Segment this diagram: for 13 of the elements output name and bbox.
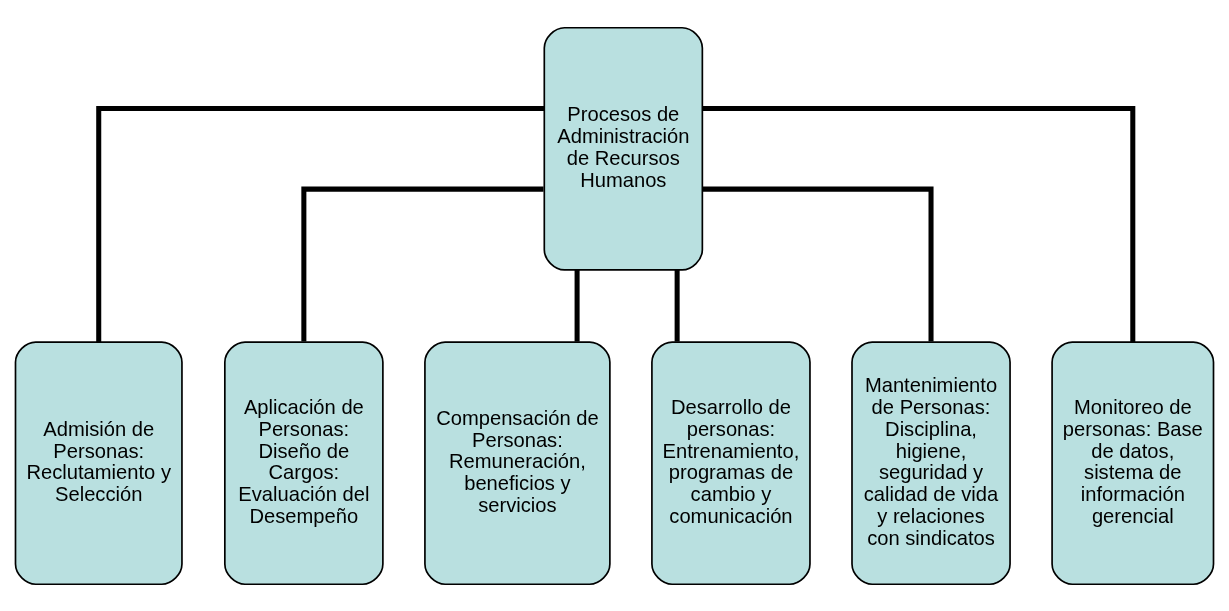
connector bbox=[301, 186, 544, 341]
node-box: Monitoreo de personas: Base de datos, sistema de información gerencial bbox=[1051, 340, 1215, 585]
connector bbox=[96, 105, 545, 342]
node-box: Desarrollo de personas: Entrenamiento, programas de cambio y comunicación bbox=[651, 340, 811, 585]
connector bbox=[674, 269, 680, 342]
connector bbox=[702, 105, 1136, 342]
connector bbox=[702, 186, 934, 341]
node-box: Aplicación de Personas: Diseño de Cargos: Evaluación del Desempeño bbox=[224, 340, 384, 585]
node-box: Admisión de Personas: Reclutamiento y Selección bbox=[14, 340, 183, 585]
node-box: Compensación de Personas: Remuneración, beneficios y servicios bbox=[424, 340, 611, 585]
connector bbox=[574, 269, 580, 342]
node-box: Procesos de Administración de Recursos Humanos bbox=[543, 26, 704, 271]
node-box: Mantenimiento de Personas: Disciplina, higiene, seguridad y calidad de vida y relaciones con sindicatos bbox=[851, 340, 1011, 585]
